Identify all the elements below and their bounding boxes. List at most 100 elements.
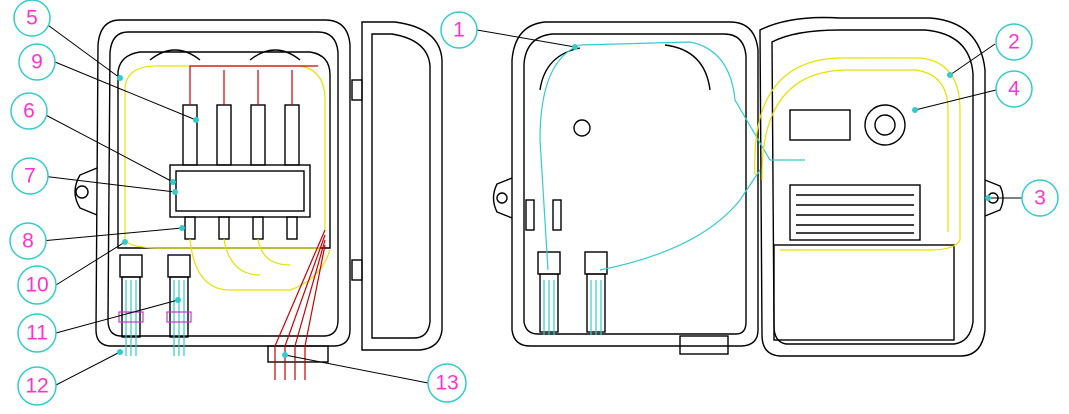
callout-11-label: 11 bbox=[26, 322, 48, 345]
callout-13: 13 bbox=[427, 363, 467, 403]
leader-dot-6 bbox=[170, 179, 176, 185]
callout-5-label: 5 bbox=[26, 7, 38, 30]
left-cover-hinge-1 bbox=[351, 79, 363, 101]
callout-12-label: 12 bbox=[25, 375, 48, 398]
callout-1-label: 1 bbox=[453, 19, 465, 42]
connector-boot-4 bbox=[286, 216, 298, 240]
left-tube-clamp-1 bbox=[118, 311, 144, 323]
right-slot-1 bbox=[525, 199, 535, 231]
adapter-panel-inner bbox=[175, 170, 305, 212]
callout-9: 9 bbox=[18, 43, 56, 81]
leader-dot-13 bbox=[282, 352, 288, 358]
leader-dot-7 bbox=[172, 189, 178, 195]
left-tray-outline bbox=[117, 51, 331, 249]
connector-boot-3 bbox=[252, 216, 264, 240]
leader-dot-1 bbox=[572, 44, 578, 50]
callout-11: 11 bbox=[17, 313, 57, 353]
left-mount-hole bbox=[75, 185, 89, 199]
right-gland-1 bbox=[537, 251, 561, 275]
leader-13 bbox=[284, 354, 429, 384]
right-base-top-arc-right bbox=[664, 44, 711, 91]
callout-12: 12 bbox=[17, 366, 57, 406]
right-mount-hole bbox=[496, 192, 508, 204]
right-gland-2 bbox=[584, 251, 608, 275]
connector-4 bbox=[284, 104, 300, 166]
callout-bubbles: 1 2 3 4 5 6 7 8 bbox=[9, 0, 1059, 406]
leader-12 bbox=[55, 351, 121, 386]
leader-dot-2 bbox=[947, 72, 953, 78]
left-cover-inner bbox=[371, 33, 431, 339]
left-tray-top-arc bbox=[149, 49, 301, 61]
left-mount-ear bbox=[74, 167, 98, 216]
callout-7-label: 7 bbox=[24, 165, 36, 188]
connector-boot-1 bbox=[184, 216, 196, 240]
left-tube-clamp-2 bbox=[166, 311, 192, 323]
leader-dot-10 bbox=[122, 239, 128, 245]
leader-4 bbox=[914, 89, 997, 111]
connector-3 bbox=[250, 104, 266, 166]
leader-dot-5 bbox=[117, 75, 123, 81]
right-fiber-cyan-main bbox=[539, 41, 805, 271]
left-cover-outline bbox=[361, 21, 443, 351]
splice-tray-inner bbox=[771, 29, 974, 345]
left-base-outline bbox=[95, 19, 351, 347]
splice-tray-hub-inner bbox=[874, 114, 896, 136]
callout-2-label: 2 bbox=[1008, 31, 1020, 54]
right-lower-box bbox=[773, 244, 955, 341]
leader-dot-11 bbox=[175, 297, 181, 303]
leader-dot-8 bbox=[179, 225, 185, 231]
callout-8-label: 8 bbox=[22, 230, 34, 253]
left-fiber-cyan-tubes bbox=[125, 280, 185, 356]
callout-7: 7 bbox=[11, 157, 49, 195]
leader-6 bbox=[39, 111, 174, 183]
leader-9 bbox=[54, 61, 197, 121]
callout-1: 1 bbox=[440, 11, 478, 49]
callout-4-label: 4 bbox=[1008, 78, 1020, 101]
splice-protector-rack bbox=[789, 184, 921, 241]
left-gland-2 bbox=[167, 254, 191, 278]
callout-9-label: 9 bbox=[31, 51, 43, 74]
callout-6-label: 6 bbox=[23, 100, 35, 123]
connector-2 bbox=[216, 104, 232, 166]
callout-3: 3 bbox=[1021, 179, 1059, 217]
left-base-inner-wall bbox=[107, 31, 339, 337]
right-base-top-arc-left bbox=[539, 47, 581, 91]
adapter-connectors bbox=[182, 104, 300, 240]
callout-10-label: 10 bbox=[25, 274, 48, 297]
leader-dot-3 bbox=[985, 195, 991, 201]
callout-4: 4 bbox=[995, 70, 1033, 108]
splice-tray-hub bbox=[864, 104, 906, 146]
right-base-inner bbox=[523, 33, 747, 335]
connector-boot-2 bbox=[218, 216, 230, 240]
callout-10: 10 bbox=[17, 265, 57, 305]
right-slot-2 bbox=[552, 199, 562, 231]
left-cover-hinge-2 bbox=[351, 259, 363, 281]
splice-rack-lines bbox=[796, 194, 914, 234]
left-fiber-red-1 bbox=[189, 65, 318, 105]
left-fibers bbox=[118, 65, 331, 380]
left-fiber-yellow-loop bbox=[124, 65, 326, 249]
callout-3-label: 3 bbox=[1034, 187, 1046, 210]
splice-holder bbox=[789, 109, 851, 141]
left-gland-1 bbox=[119, 254, 143, 278]
leader-dot-12 bbox=[117, 349, 123, 355]
right-mount-ear bbox=[492, 177, 513, 219]
right-bottom-port bbox=[679, 335, 729, 355]
leader-dot-4 bbox=[912, 107, 918, 113]
left-fiber-yellow-drop bbox=[189, 238, 331, 291]
right-fiber-yellow-loops bbox=[754, 57, 961, 251]
callout-dots bbox=[117, 44, 991, 358]
callout-13-label: 13 bbox=[435, 372, 458, 395]
callout-5: 5 bbox=[13, 0, 51, 37]
leader-dot-9 bbox=[193, 117, 199, 123]
connector-1 bbox=[182, 104, 198, 166]
right-fiber-cyan-second bbox=[599, 169, 761, 271]
right-fibers bbox=[539, 41, 961, 335]
leader-5 bbox=[40, 19, 121, 79]
splice-tray-outline bbox=[759, 16, 986, 357]
leader-1 bbox=[476, 29, 576, 48]
callout-leaders bbox=[39, 19, 1022, 386]
callout-6: 6 bbox=[10, 92, 48, 130]
leader-10 bbox=[55, 241, 126, 286]
